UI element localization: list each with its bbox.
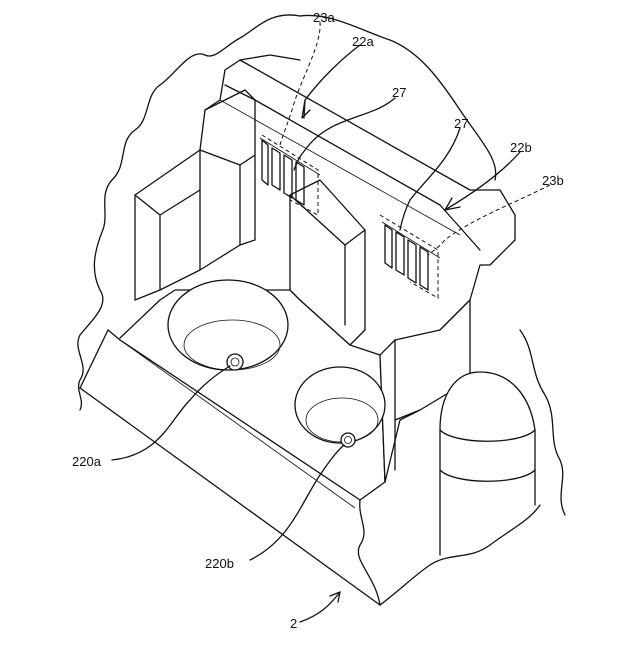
rear-wall [240, 60, 515, 240]
leader-22a [305, 45, 360, 100]
left-pin [227, 354, 243, 370]
label-220a: 220a [72, 454, 102, 469]
label-27-left: 27 [392, 85, 406, 100]
leader-220b [250, 445, 344, 560]
leader-23a [280, 22, 320, 145]
label-23b: 23b [542, 173, 564, 188]
left-wall-top [205, 55, 300, 110]
label-2: 2 [290, 616, 297, 631]
base-side-break [358, 500, 380, 605]
leader-22b [445, 152, 520, 210]
left-pillar [135, 150, 240, 300]
leader-2 [300, 592, 340, 622]
label-22a: 22a [352, 34, 374, 49]
base-left-edge [80, 330, 108, 388]
right-pin [341, 433, 355, 447]
left-hole [168, 280, 288, 370]
terminal-group-b [380, 215, 440, 298]
arrow-22a [302, 100, 310, 118]
post-base-column [440, 470, 535, 555]
label-220b: 220b [205, 556, 234, 571]
leader-220a [112, 366, 230, 460]
dome-post [440, 372, 535, 481]
body-break-outline-bottom [380, 505, 540, 605]
label-22b: 22b [510, 140, 532, 155]
label-23a: 23a [313, 10, 335, 25]
leader-23b [428, 185, 550, 255]
right-hole [295, 367, 385, 443]
label-27-right: 27 [454, 116, 468, 131]
leader-27a [294, 98, 395, 170]
